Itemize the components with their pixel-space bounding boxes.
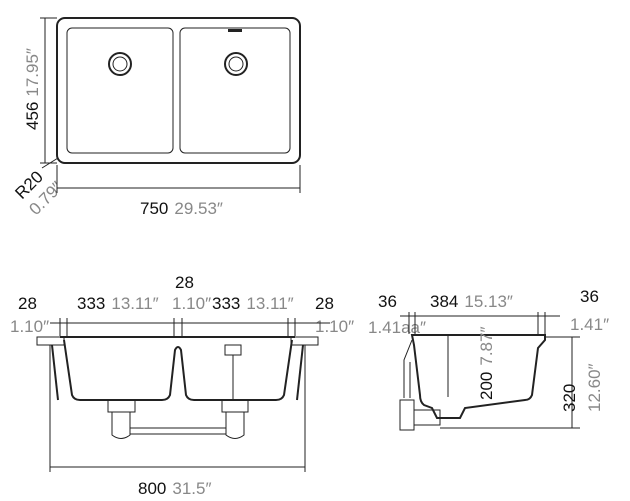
countertop-right	[290, 336, 319, 346]
left-rim-mm: 28	[18, 294, 37, 313]
total-depth-in: 12.60″	[585, 363, 604, 412]
front-ext-lines	[59, 318, 296, 336]
overflow-slot	[228, 29, 242, 32]
side-right-rim-mm: 36	[580, 287, 599, 306]
side-sink-section	[410, 334, 546, 419]
left-drain-fitting	[107, 400, 136, 439]
radius-leader	[41, 157, 59, 169]
cabinet-left	[51, 344, 59, 401]
depth-label: 45617.95″	[23, 48, 42, 130]
right-rim-mm: 28	[315, 294, 334, 313]
bowl-depth-label: 2007.87″	[477, 327, 496, 400]
left-drain-inner	[112, 56, 128, 72]
right-bowl	[179, 27, 291, 154]
left-drain-icon	[108, 52, 132, 76]
right-rim-in: 1.10″	[315, 317, 354, 336]
side-right-rim-in: 1.41″	[570, 315, 609, 334]
center-mm: 28	[175, 273, 194, 292]
side-left-rim-mm: 36	[378, 292, 397, 311]
connecting-pipe	[129, 427, 227, 435]
right-drain-fitting	[221, 400, 249, 439]
center-in: 1.10″	[172, 294, 211, 313]
left-bowl	[66, 27, 174, 154]
sink-section	[60, 336, 295, 401]
side-left-rim-in: 1.41aa″	[368, 318, 426, 337]
cabinet-right	[296, 344, 304, 401]
sink-outline	[56, 17, 301, 164]
right-drain-icon	[224, 52, 248, 76]
left-rim-in: 1.10″	[10, 317, 49, 336]
countertop-left	[36, 336, 65, 346]
overflow-box	[224, 344, 242, 356]
right-drain-inner	[228, 56, 244, 72]
total-depth-mm: 320	[560, 384, 579, 412]
side-drain-fitting	[399, 339, 441, 431]
